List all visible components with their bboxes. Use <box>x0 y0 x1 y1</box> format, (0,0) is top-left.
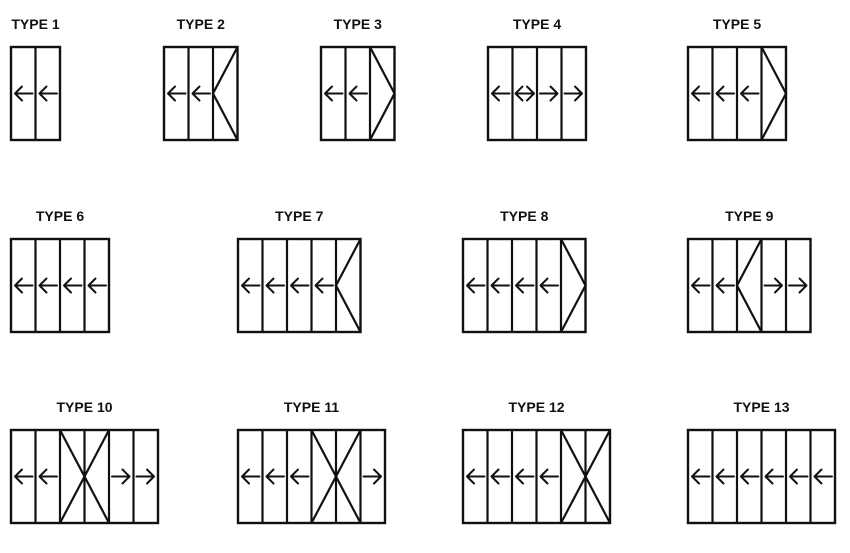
swing-door-icon <box>59 429 86 524</box>
swing-door-icon <box>369 46 396 141</box>
type-label: TYPE 7 <box>275 208 323 224</box>
left-arrow-icon <box>515 277 535 294</box>
left-arrow-icon <box>14 468 34 485</box>
type-label: TYPE 1 <box>11 16 59 32</box>
left-arrow-icon <box>265 277 285 294</box>
left-arrow-icon <box>764 468 784 485</box>
door-frame <box>686 237 812 334</box>
door-type-diagram: TYPE 4 <box>486 16 588 142</box>
left-arrow-icon <box>314 277 334 294</box>
right-arrow-icon <box>763 277 783 294</box>
left-arrow-icon <box>491 85 511 102</box>
type-label: TYPE 12 <box>508 399 564 415</box>
double-arrow-icon <box>514 85 535 102</box>
door-type-diagram: TYPE 2 <box>162 16 239 142</box>
swing-door-icon <box>83 429 110 524</box>
left-arrow-icon <box>38 468 58 485</box>
right-arrow-icon <box>539 85 559 102</box>
left-arrow-icon <box>290 468 310 485</box>
left-arrow-icon <box>490 468 510 485</box>
right-arrow-icon <box>362 468 382 485</box>
swing-door-icon <box>584 429 611 524</box>
left-arrow-icon <box>466 468 486 485</box>
swing-door-icon <box>735 238 763 333</box>
door-frame <box>236 237 362 334</box>
left-arrow-icon <box>241 468 261 485</box>
left-arrow-icon <box>715 277 735 294</box>
door-type-diagram: TYPE 7 <box>236 208 362 334</box>
type-label: TYPE 6 <box>36 208 84 224</box>
left-arrow-icon <box>490 277 510 294</box>
door-type-diagram: TYPE 6 <box>9 208 111 334</box>
right-arrow-icon <box>788 277 808 294</box>
door-type-diagram: TYPE 3 <box>319 16 396 142</box>
left-arrow-icon <box>14 85 34 102</box>
door-type-diagram: TYPE 9 <box>686 208 812 334</box>
left-arrow-icon <box>789 468 809 485</box>
right-arrow-icon <box>111 468 131 485</box>
swing-door-icon <box>560 429 587 524</box>
left-arrow-icon <box>691 277 711 294</box>
left-arrow-icon <box>813 468 833 485</box>
left-arrow-icon <box>740 85 760 102</box>
door-type-diagram: TYPE 10 <box>9 399 160 525</box>
type-label: TYPE 5 <box>713 16 761 32</box>
door-type-diagram: TYPE 12 <box>461 399 612 525</box>
left-arrow-icon <box>241 277 261 294</box>
door-type-diagram: TYPE 13 <box>686 399 837 525</box>
type-label: TYPE 10 <box>56 399 112 415</box>
left-arrow-icon <box>515 468 535 485</box>
swing-door-icon <box>334 238 362 333</box>
swing-door-icon <box>211 46 239 141</box>
left-arrow-icon <box>63 277 83 294</box>
swing-door-icon <box>760 46 788 141</box>
type-label: TYPE 8 <box>500 208 548 224</box>
left-arrow-icon <box>740 468 760 485</box>
left-arrow-icon <box>324 85 344 102</box>
type-label: TYPE 9 <box>725 208 773 224</box>
swing-door-icon <box>334 429 362 524</box>
type-label: TYPE 3 <box>334 16 382 32</box>
left-arrow-icon <box>348 85 368 102</box>
type-label: TYPE 11 <box>284 399 339 415</box>
left-arrow-icon <box>14 277 34 294</box>
left-arrow-icon <box>539 468 559 485</box>
left-arrow-icon <box>715 85 735 102</box>
left-arrow-icon <box>167 85 187 102</box>
type-label: TYPE 2 <box>177 16 225 32</box>
left-arrow-icon <box>691 85 711 102</box>
left-arrow-icon <box>691 468 711 485</box>
door-type-diagram: TYPE 1 <box>9 16 62 142</box>
door-type-diagram: TYPE 5 <box>686 16 788 142</box>
left-arrow-icon <box>38 85 58 102</box>
left-arrow-icon <box>290 277 310 294</box>
door-type-diagram: TYPE 11 <box>236 399 387 525</box>
swing-door-icon <box>560 238 587 333</box>
right-arrow-icon <box>135 468 155 485</box>
left-arrow-icon <box>265 468 285 485</box>
left-arrow-icon <box>87 277 107 294</box>
swing-door-icon <box>310 429 338 524</box>
type-label: TYPE 4 <box>513 16 561 32</box>
left-arrow-icon <box>38 277 58 294</box>
left-arrow-icon <box>539 277 559 294</box>
left-arrow-icon <box>191 85 211 102</box>
left-arrow-icon <box>715 468 735 485</box>
type-label: TYPE 13 <box>733 399 789 415</box>
door-frame <box>162 45 239 142</box>
left-arrow-icon <box>466 277 486 294</box>
right-arrow-icon <box>563 85 583 102</box>
door-type-diagram: TYPE 8 <box>461 208 587 334</box>
